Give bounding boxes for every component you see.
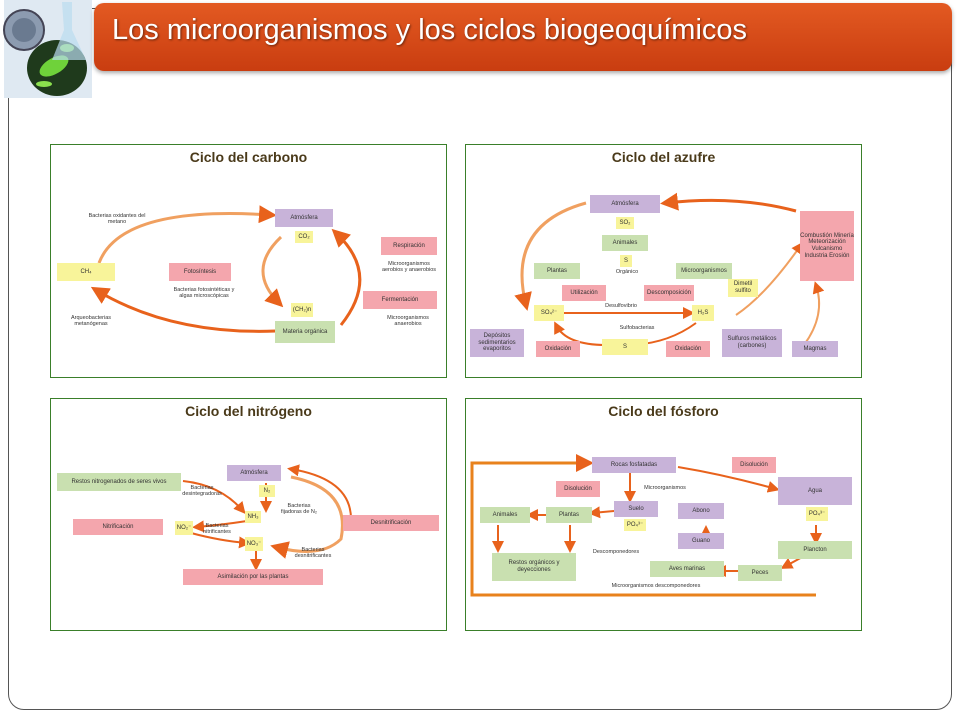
sulfur-decomposition-box: Descomposición <box>644 285 694 301</box>
sulfur-utilization-box: Utilización <box>562 285 606 301</box>
sulfur-sulfides-box: Sulfuros metálicos (carbones) <box>722 329 782 357</box>
sulfur-s-box: S <box>602 339 648 355</box>
phosphorus-plankton-box: Plancton <box>778 541 852 559</box>
carbon-methane-bacteria-label: Bacterias oxidantes del metano <box>88 213 146 226</box>
nitrogen-disintegrating-bacteria-label: Bacterias desintegradoras <box>182 485 222 498</box>
sulfur-dimethyl-box: Dimetil sulfito <box>728 279 758 297</box>
sulfur-cycle-panel: Ciclo del azufre Atmósfera SO₂ Animales … <box>465 144 862 378</box>
carbon-photosynthesis-box: Fotosíntesis <box>169 263 231 281</box>
sulfur-atmosphere-box: Atmósfera <box>590 195 660 213</box>
sulfur-s-organic-box: S <box>620 255 632 267</box>
nitrogen-atmosphere-box: Atmósfera <box>227 465 281 481</box>
phosphorus-rocks-box: Rocas fosfatadas <box>592 457 676 473</box>
phosphorus-cycle-panel: Ciclo del fósforo Rocas fosfatadas Disol… <box>465 398 862 631</box>
carbon-cycle-title: Ciclo del carbono <box>189 149 308 165</box>
phosphorus-seabirds-box: Aves marinas <box>650 561 724 577</box>
nitrogen-no2-box: NO₂⁻ <box>175 521 193 535</box>
sulfur-deposits-box: Depósitos sedimentarios evaporitos <box>470 329 524 357</box>
phosphorus-decomposers-label: Descomponedores <box>592 549 640 555</box>
carbon-aerobic-label: Microorganismos aerobios y anaerobios <box>381 261 437 274</box>
carbon-organic-matter-box: Materia orgánica <box>275 321 335 343</box>
sulfur-so2-box: SO₂ <box>616 217 634 229</box>
sulfur-magmas-box: Magmas <box>792 341 838 357</box>
nitrogen-denitrifying-bacteria-label: Bacterias desnitrificantes <box>294 547 332 560</box>
carbon-cycle-panel: Ciclo del carbono Atmósfera CO₂ (CH₂)n M… <box>50 144 447 378</box>
nitrogen-cycle-panel: Ciclo del nitrógeno Restos nitrogenados … <box>50 398 447 631</box>
sulfur-h2s-box: H₂S <box>692 305 714 321</box>
carbon-anaerobic-label: Microorganismos anaerobios <box>387 315 429 328</box>
phosphorus-fertilizer-box: Abono <box>678 503 724 519</box>
nitrogen-assimilation-box: Asimilación por las plantas <box>183 569 323 585</box>
sulfur-plants-box: Plantas <box>534 263 580 279</box>
nitrogen-cycle-title: Ciclo del nitrógeno <box>185 403 312 419</box>
nitrogen-denitrification-box: Desnitrificación <box>343 515 439 531</box>
nitrogen-fixing-bacteria-label: Bacterias fijadoras de N₂ <box>280 503 318 516</box>
nitrogen-n2-box: N₂ <box>259 485 275 497</box>
title-bar <box>94 3 952 71</box>
phosphorus-dissolution-box-1: Disolución <box>732 457 776 473</box>
sulfur-combustion-box: Combustión Minería Meteorización Vulcani… <box>800 211 854 281</box>
phosphorus-plants-box: Plantas <box>546 507 592 523</box>
nitrogen-no3-box: NO₃⁻ <box>245 537 263 551</box>
phosphorus-remains-box: Restos orgánicos y deyecciones <box>492 553 576 581</box>
sulfur-desulfovibrio-label: Desulfovibrio <box>605 303 637 309</box>
phosphorus-po4-box-2: PO₄³⁻ <box>806 507 828 521</box>
carbon-atmosphere-box: Atmósfera <box>275 209 333 227</box>
sulfur-animals-box: Animales <box>602 235 648 251</box>
nitrogen-nitrifying-bacteria-label: Bacterias nitrificantes <box>203 523 231 536</box>
phosphorus-water-box: Agua <box>778 477 852 505</box>
carbon-ch2o-box: (CH₂)n <box>291 303 313 317</box>
carbon-ch4-box: CH₄ <box>57 263 115 281</box>
sulfur-microorganisms-box: Microorganismos <box>676 263 732 279</box>
sulfur-oxidation-box-1: Oxidación <box>536 341 580 357</box>
carbon-fermentation-box: Fermentación <box>363 291 437 309</box>
microorganism-logo <box>3 0 92 98</box>
phosphorus-dissolution-box-2: Disolución <box>556 481 600 497</box>
phosphorus-microorganisms-label: Microorganismos <box>644 485 686 491</box>
phosphorus-decomposer-microorganisms-label: Microorganismos descomponedores <box>611 583 701 589</box>
phosphorus-cycle-title: Ciclo del fósforo <box>608 403 719 419</box>
carbon-photosynthetic-bacteria-label: Bacterias fotosintéticas y algas microsc… <box>173 287 235 300</box>
phosphorus-po4-box-1: PO₄³⁻ <box>624 519 646 531</box>
sulfur-oxidation-box-2: Oxidación <box>666 341 710 357</box>
nitrogen-nitrification-box: Nitrificación <box>73 519 163 535</box>
sulfur-cycle-title: Ciclo del azufre <box>611 149 716 165</box>
phosphorus-soil-box: Suelo <box>614 501 658 517</box>
phosphorus-guano-box: Guano <box>678 533 724 549</box>
nitrogen-remains-box: Restos nitrogenados de seres vivos <box>57 473 181 491</box>
sulfur-organic-label: Orgánico <box>615 269 639 275</box>
nitrogen-nh3-box: NH₃ <box>245 511 261 523</box>
slide-title: Los microorganismos y los ciclos biogeoq… <box>112 14 748 46</box>
carbon-respiration-box: Respiración <box>381 237 437 255</box>
carbon-co2-box: CO₂ <box>295 231 313 243</box>
sulfur-so4-box: SO₄²⁻ <box>534 305 564 321</box>
phosphorus-animals-box: Animales <box>480 507 530 523</box>
phosphorus-fish-box: Peces <box>738 565 782 581</box>
carbon-archaea-label: Arqueobacterias metanógenas <box>70 315 112 328</box>
sulfur-sulfobacteria-label: Sulfobacterias <box>619 325 655 331</box>
